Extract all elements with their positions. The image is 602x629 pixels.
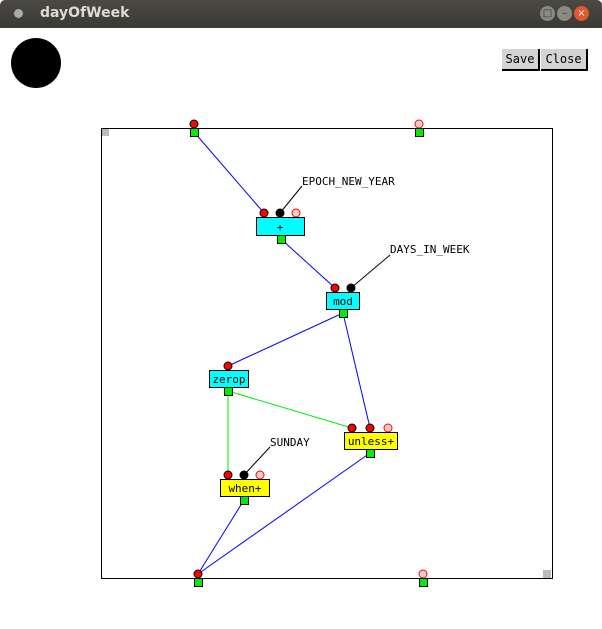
output-port[interactable] (190, 128, 199, 137)
output-port[interactable] (240, 496, 249, 505)
output-port[interactable] (194, 578, 203, 587)
input-port-empty[interactable] (383, 423, 393, 433)
constant-label[interactable]: SUNDAY (270, 436, 310, 449)
input-port-empty[interactable] (414, 119, 424, 129)
input-port[interactable] (365, 423, 375, 433)
input-port[interactable] (259, 208, 269, 218)
maximize-icon[interactable]: □ (540, 6, 555, 21)
input-port-empty[interactable] (255, 470, 265, 480)
input-port[interactable] (193, 569, 203, 579)
input-port[interactable] (189, 119, 199, 129)
wires (193, 131, 391, 575)
input-port-empty[interactable] (291, 208, 301, 218)
input-port[interactable] (347, 423, 357, 433)
bool-wire (227, 390, 353, 429)
node-label: mod (333, 295, 353, 308)
node-label: + (277, 221, 284, 234)
input-port[interactable] (330, 283, 340, 293)
resize-handle[interactable] (543, 570, 551, 578)
input-port-constant[interactable] (346, 283, 356, 293)
output-port[interactable] (366, 449, 375, 458)
constant-wire (243, 446, 271, 476)
status-indicator (11, 38, 61, 88)
wire (197, 499, 245, 575)
wire (197, 452, 371, 575)
node-label: unless+ (348, 435, 395, 448)
constant-wire (279, 185, 303, 214)
wire (227, 312, 344, 367)
node-label: zerop (212, 373, 245, 386)
frame-corner-handle[interactable] (102, 129, 109, 136)
input-port[interactable] (223, 470, 233, 480)
save-button[interactable]: Save (502, 49, 540, 71)
close-button[interactable]: Close (541, 49, 588, 71)
title-bar: dayOfWeek □ – × (0, 0, 602, 28)
minimize-icon[interactable]: – (557, 6, 572, 21)
constant-label[interactable]: EPOCH_NEW_YEAR (302, 175, 395, 188)
function-frame (101, 128, 553, 579)
app-icon (14, 9, 23, 18)
constant-label[interactable]: DAYS_IN_WEEK (390, 243, 470, 256)
output-port[interactable] (415, 128, 424, 137)
input-port-empty[interactable] (418, 569, 428, 579)
output-port[interactable] (277, 235, 286, 244)
input-port[interactable] (223, 361, 233, 371)
output-port[interactable] (419, 578, 428, 587)
wire (280, 238, 336, 289)
close-window-icon[interactable]: × (574, 6, 589, 21)
output-port[interactable] (339, 309, 348, 318)
window-title: dayOfWeek (40, 5, 130, 21)
output-port[interactable] (224, 387, 233, 396)
input-port-constant[interactable] (275, 208, 285, 218)
constant-wire (350, 254, 391, 289)
input-port-constant[interactable] (239, 470, 249, 480)
wire (342, 312, 371, 429)
node-label: when+ (228, 482, 261, 495)
wire (193, 131, 265, 214)
